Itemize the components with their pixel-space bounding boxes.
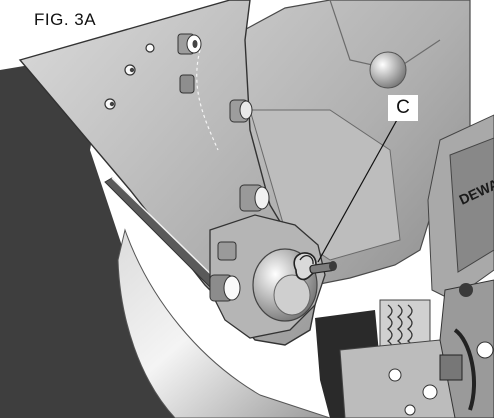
stud-top: [239, 100, 253, 120]
stud-top: [223, 275, 241, 301]
spring-mechanism: [339, 279, 494, 418]
saw-blade: [117, 228, 331, 418]
guard-slot-edge: [111, 177, 223, 286]
callout-label-c: C: [388, 95, 418, 121]
guide-line: [196, 49, 219, 151]
brand-plate-inner: [449, 137, 494, 273]
bracket-hole: [145, 43, 155, 53]
stud: [179, 74, 195, 94]
bracket-hole: [129, 67, 135, 73]
stud-top: [254, 186, 270, 210]
spring-clip-loop: [299, 254, 314, 265]
figure-title: FIG. 3A: [34, 10, 97, 29]
bracket-studs: [177, 33, 270, 212]
housing-knob: [369, 51, 407, 89]
callout-leader: [317, 117, 399, 263]
pivot-hub-center: [273, 274, 311, 316]
clip-pin-end: [329, 261, 337, 271]
stud: [217, 241, 237, 261]
bracket-hole: [109, 101, 115, 107]
